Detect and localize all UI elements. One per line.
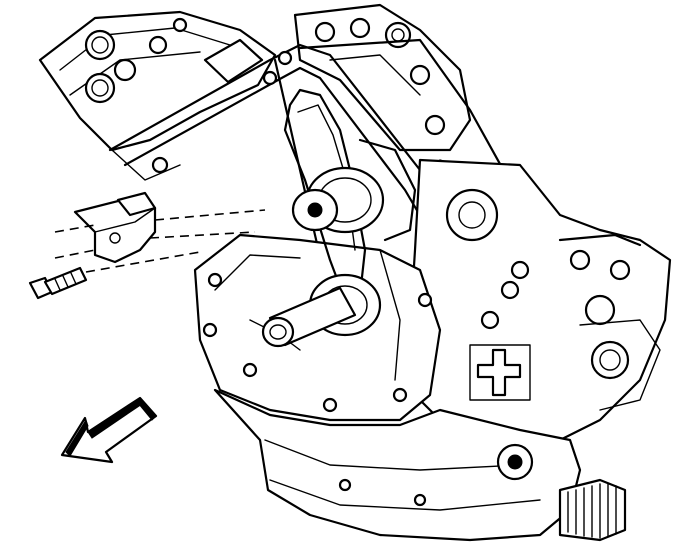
- oil-pan: [213, 388, 582, 542]
- alignment-lines: [54, 209, 266, 273]
- crankshaft-position-sensor: [73, 191, 157, 264]
- direction-arrow-icon: [60, 396, 158, 464]
- cylinder-head-right: [293, 3, 472, 152]
- cylinder-head-left: [38, 10, 277, 181]
- sensor-bolt: [28, 266, 88, 300]
- timing-belt: [283, 88, 417, 302]
- crankshaft-snout: [261, 273, 382, 348]
- engine-block-right: [408, 158, 672, 452]
- oil-filter: [558, 478, 627, 542]
